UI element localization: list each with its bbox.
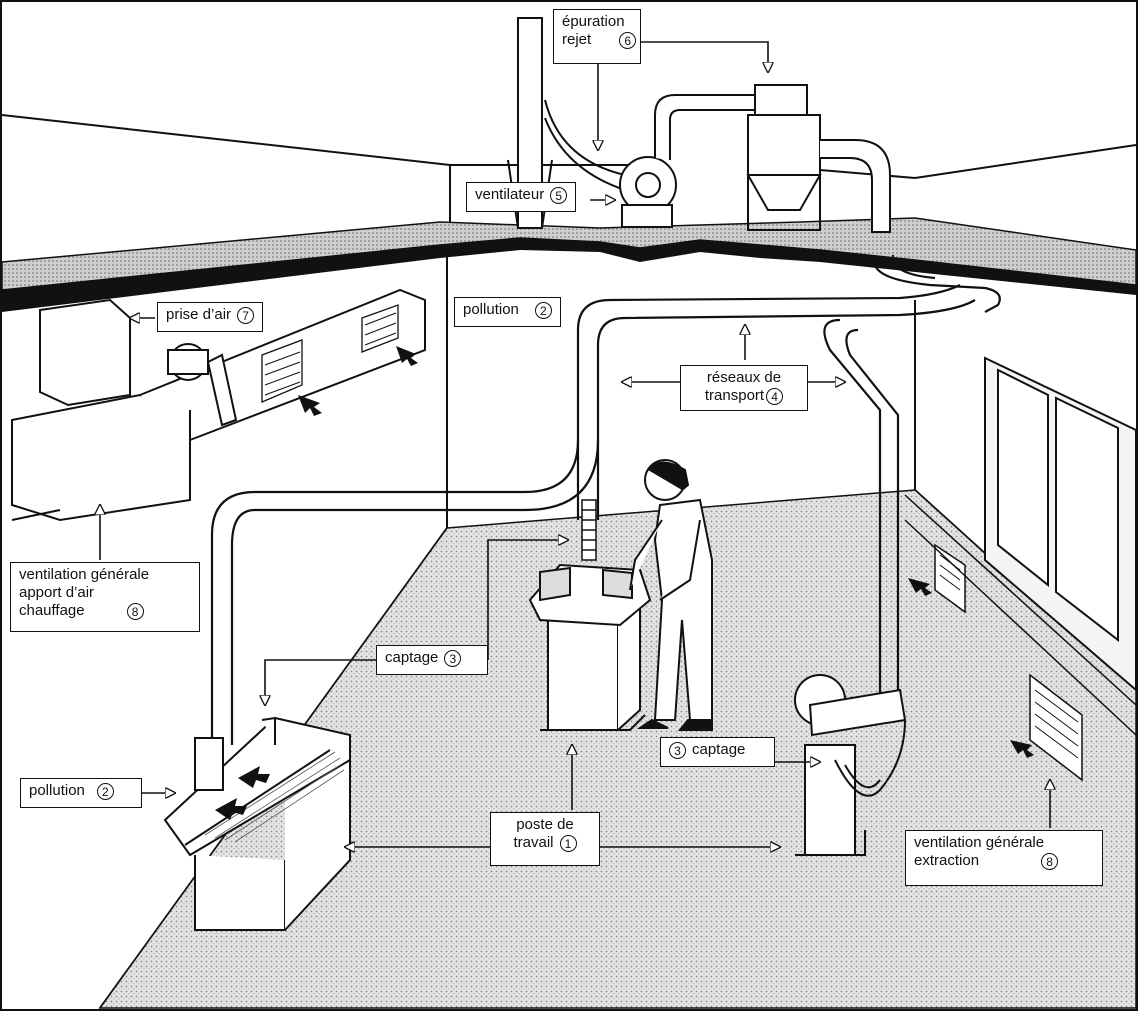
- capture-tank: [163, 716, 351, 931]
- label-ventilation-apport: ventilation générale apport d’air chauff…: [10, 562, 200, 632]
- right-wall-grilles: [934, 543, 1083, 782]
- number-badge: 2: [534, 301, 552, 319]
- number-badge: 3: [444, 649, 462, 667]
- number-badge: 3: [669, 741, 686, 759]
- flex-hose: [581, 499, 597, 561]
- label-arrows: [100, 41, 1050, 847]
- ceiling-black-band: [2, 238, 1136, 312]
- workstation-pedestal: [528, 563, 652, 731]
- flow-arrows: [215, 346, 1034, 820]
- number-badge: 8: [1041, 852, 1059, 870]
- number-badge: 5: [550, 186, 568, 204]
- worker-figure: [629, 459, 713, 731]
- number-badge: 7: [237, 306, 255, 324]
- number-badge: 8: [126, 602, 144, 620]
- number-badge: 2: [96, 782, 114, 800]
- number-badge: 4: [766, 387, 784, 405]
- number-badge: 6: [619, 31, 637, 49]
- transport-ducts: [210, 255, 1001, 745]
- filter-unit: [746, 84, 891, 233]
- number-badge: 1: [559, 834, 577, 852]
- floor: [98, 489, 1137, 1009]
- right-wall-windows: [984, 356, 1137, 693]
- tank-hatch: [204, 751, 345, 843]
- fan-unit: [619, 94, 756, 228]
